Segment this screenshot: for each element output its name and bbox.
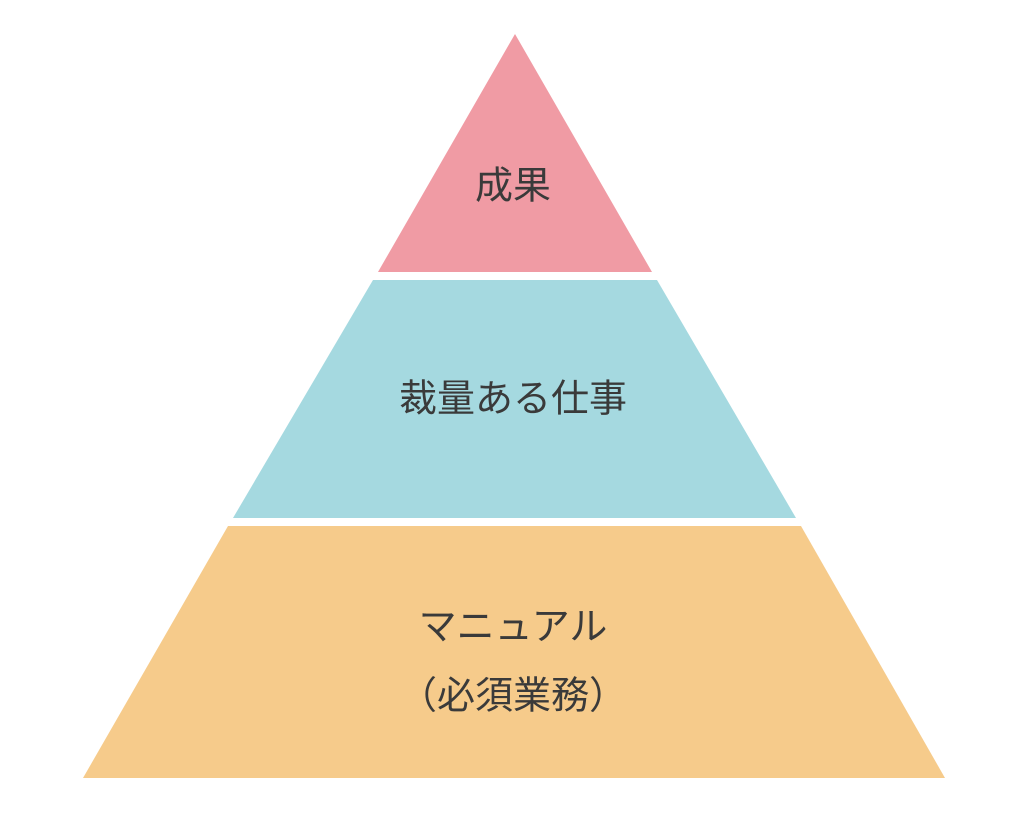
tier-middle-label: 裁量ある仕事 [399, 377, 627, 421]
tier-bottom-shape [83, 526, 945, 778]
tier-bottom-label-line1: マニュアル [419, 605, 608, 649]
tier-bottom-label-line2: （必須業務） [399, 674, 627, 718]
tier-top-label: 成果 [475, 164, 551, 208]
tier-top-shape [378, 34, 652, 272]
tier-middle-shape [233, 280, 796, 518]
